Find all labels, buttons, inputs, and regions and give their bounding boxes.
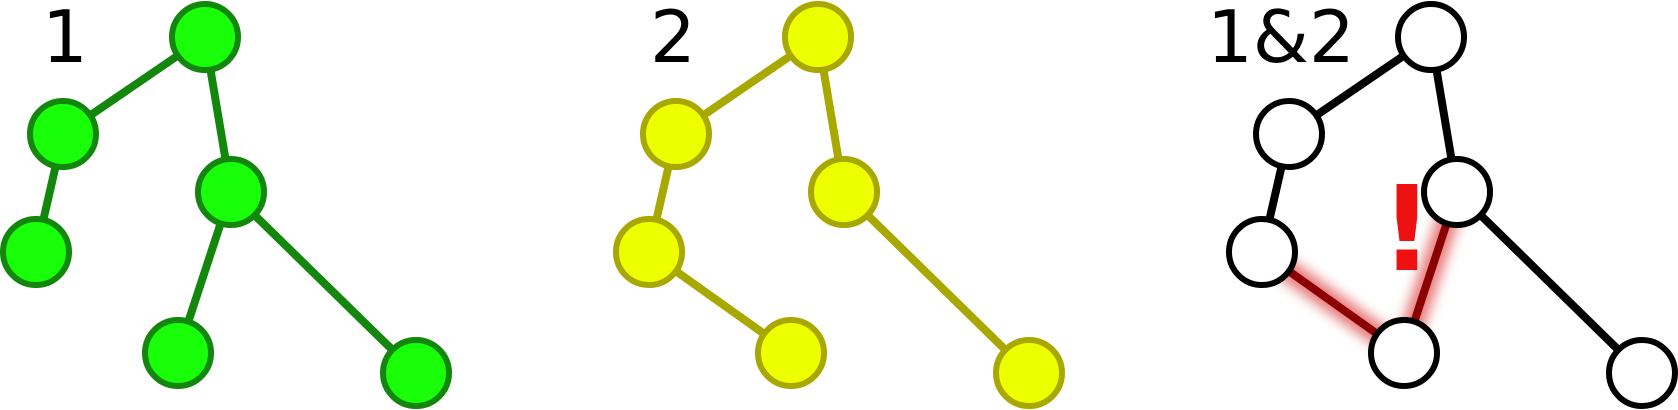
tree-node <box>808 156 880 228</box>
tree-node-root <box>169 1 241 73</box>
tree-node <box>380 337 452 409</box>
tree-node <box>1606 337 1678 409</box>
tree-node <box>755 317 827 389</box>
tree-node <box>613 216 685 288</box>
tree-1-nodes <box>0 1 452 409</box>
tree-2-nodes <box>613 1 1065 409</box>
edge <box>227 188 420 377</box>
tree-node <box>1226 216 1298 288</box>
panel-label-merged: 1&2 <box>1207 0 1355 79</box>
tree-node <box>27 98 99 170</box>
tree-node <box>1253 98 1325 170</box>
tree-node <box>640 98 712 170</box>
conflict-exclamation-mark: ! <box>1380 160 1434 298</box>
panel-tree-merged: 1&2 ! <box>1207 0 1678 409</box>
tree-node <box>0 216 72 288</box>
tree-node <box>1368 317 1440 389</box>
tree-node <box>1421 156 1493 228</box>
panel-tree-1: 1 <box>0 0 452 409</box>
tree-node <box>142 317 214 389</box>
tree-node-root <box>782 1 854 73</box>
edge <box>1453 188 1646 377</box>
panel-label-1: 1 <box>42 0 88 79</box>
edge <box>840 188 1033 377</box>
tree-node <box>195 156 267 228</box>
tree-node <box>993 337 1065 409</box>
tree-node-root <box>1395 1 1467 73</box>
panel-tree-2: 2 <box>613 0 1065 409</box>
tree-merged-nodes <box>1226 1 1678 409</box>
panel-label-2: 2 <box>650 0 696 79</box>
